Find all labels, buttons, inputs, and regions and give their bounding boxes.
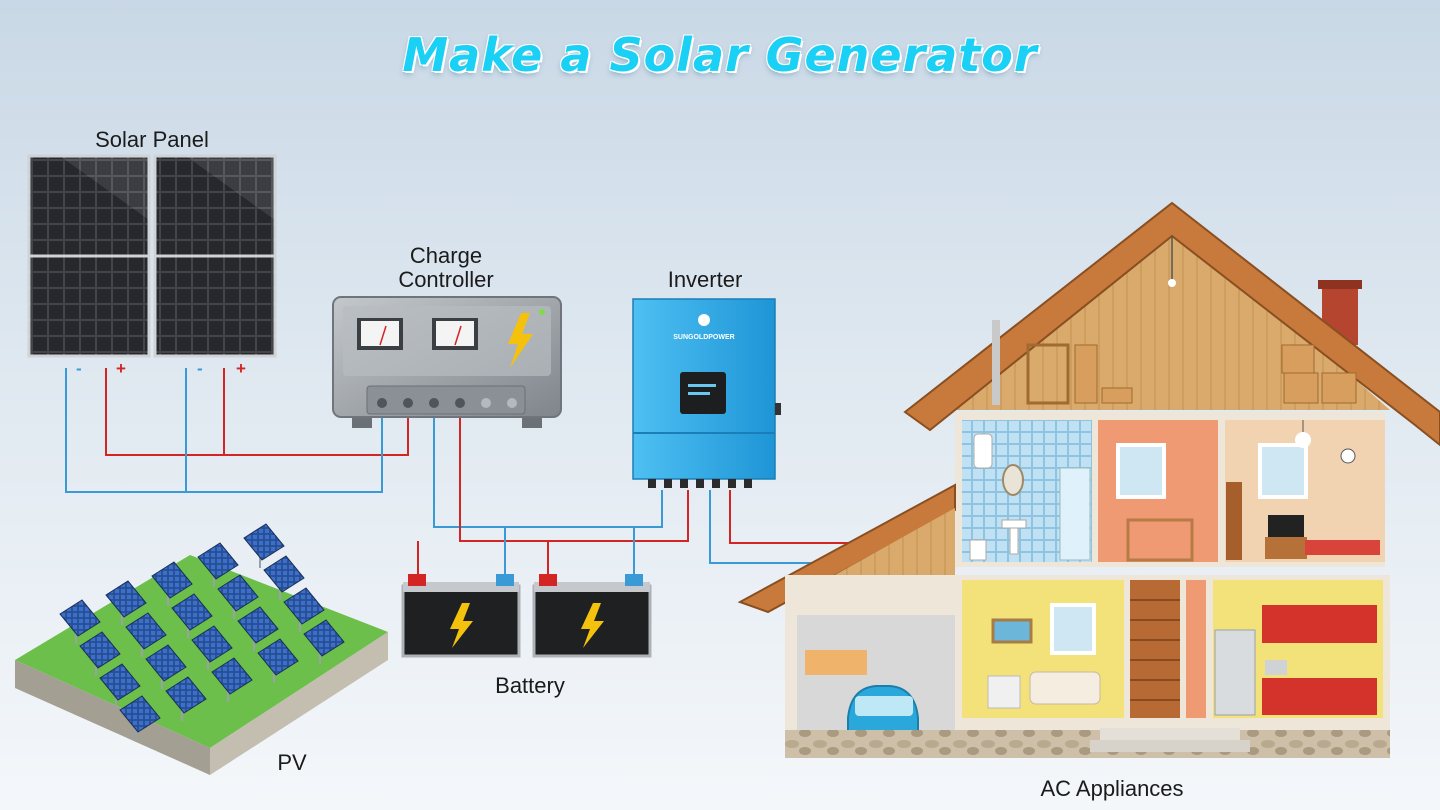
- pv-panel: [145, 644, 187, 682]
- pv-panel: [283, 587, 325, 625]
- pv-panel: [257, 638, 299, 676]
- inverter-label: Inverter: [667, 267, 743, 292]
- battery-positive-bus: [459, 404, 689, 542]
- charge-controller-label-line2: Controller: [398, 267, 494, 292]
- page-title: Make a Solar Generator: [402, 28, 1038, 82]
- pv-panel: [171, 593, 213, 631]
- solar-panel-label: Solar Panel: [95, 127, 209, 152]
- pv-field: [15, 523, 388, 775]
- staircase: [1130, 580, 1180, 718]
- ac-wire-live: [729, 490, 850, 544]
- sun-logo-icon: [698, 314, 710, 326]
- house: [737, 201, 1440, 758]
- battery-bank: [401, 574, 652, 658]
- panel1-minus-sign: -: [76, 359, 82, 378]
- ac-wire-neutral: [709, 490, 850, 564]
- panel2-plus-sign: +: [236, 359, 246, 378]
- pv-panel: [59, 599, 101, 637]
- pv-panel: [151, 561, 193, 599]
- inverter: SUNGOLDPOWER: [632, 298, 781, 488]
- inverter-brand: SUNGOLDPOWER: [673, 334, 734, 341]
- bolt-icon: [508, 313, 533, 368]
- pv-panel: [99, 663, 141, 701]
- battery-left: [401, 574, 521, 658]
- pv-panel: [263, 555, 305, 593]
- pv-panel: [243, 523, 285, 561]
- pv-panel: [211, 657, 253, 695]
- panel2-minus-sign: -: [197, 359, 203, 378]
- pv-panel: [191, 625, 233, 663]
- solar-panels: [27, 154, 277, 358]
- battery-label: Battery: [495, 673, 565, 698]
- ac-appliances-label: AC Appliances: [1040, 776, 1184, 801]
- panel-positive-wire: [105, 368, 409, 456]
- wiring: [65, 368, 850, 574]
- pv-panel: [119, 695, 161, 733]
- battery-right: [532, 574, 652, 658]
- pv-panel: [197, 542, 239, 580]
- pv-panel: [217, 574, 259, 612]
- battery-negative-bus: [433, 404, 663, 528]
- pv-panel: [303, 619, 345, 657]
- pv-panel: [237, 606, 279, 644]
- charge-controller-label: Charge Controller: [366, 244, 526, 292]
- charge-controller-label-line1: Charge: [409, 243, 483, 268]
- pv-panel: [125, 612, 167, 650]
- pv-panel: [79, 631, 121, 669]
- pv-panel: [165, 676, 207, 714]
- pv-label: PV: [277, 750, 307, 775]
- pv-panel: [105, 580, 147, 618]
- charge-controller: [332, 296, 562, 428]
- panel-negative-wire: [65, 368, 383, 493]
- panel1-plus-sign: +: [116, 359, 126, 378]
